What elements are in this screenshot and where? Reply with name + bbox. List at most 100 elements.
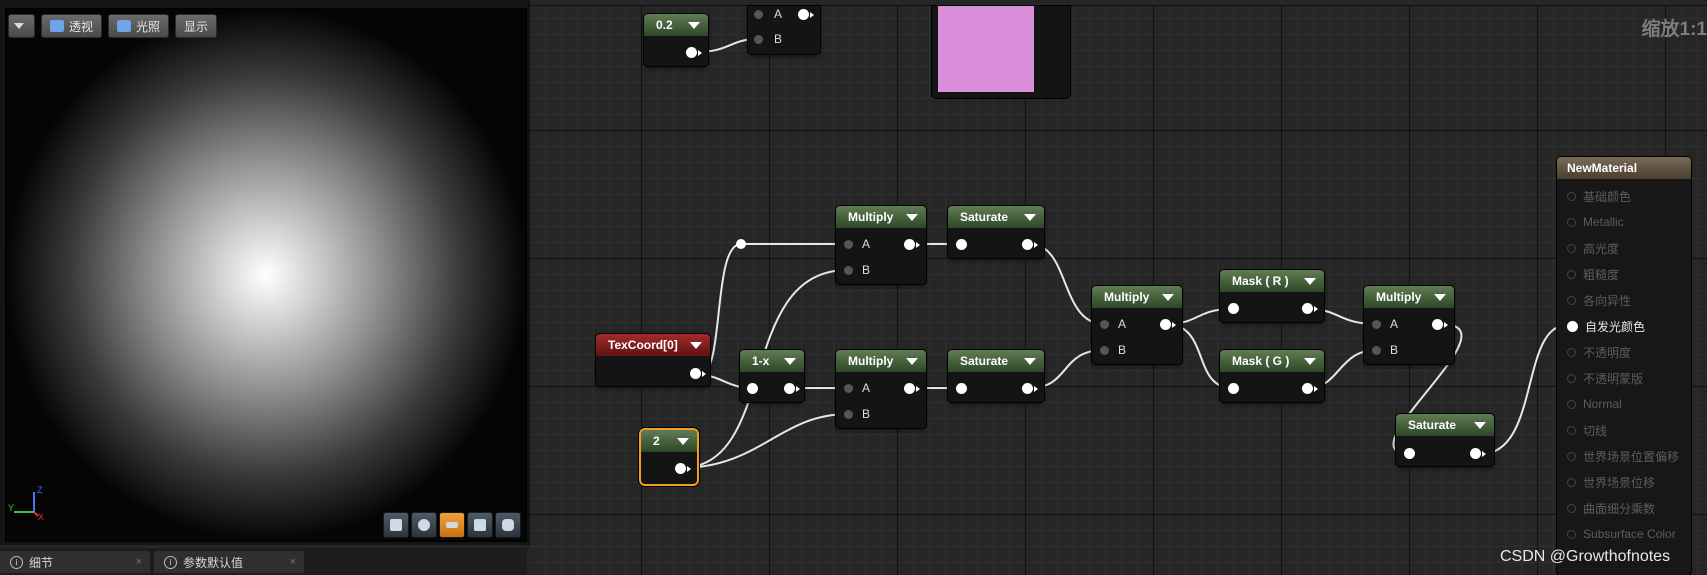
cylinder-preview-button[interactable] <box>383 512 409 538</box>
input-pin[interactable] <box>1567 320 1578 332</box>
input-pin-b[interactable] <box>754 35 763 44</box>
input-pin[interactable] <box>1404 448 1415 459</box>
output-pin[interactable] <box>1160 319 1176 330</box>
result-input-row[interactable]: Normal <box>1557 393 1691 415</box>
node-constant-0-2[interactable]: 0.2 <box>644 14 708 66</box>
node-dropdown-icon[interactable] <box>906 358 918 365</box>
output-pin[interactable] <box>904 383 920 394</box>
node-dropdown-icon[interactable] <box>1474 422 1486 429</box>
node-saturate-3[interactable]: Saturate <box>1396 414 1494 466</box>
result-input-row[interactable]: Metallic <box>1557 211 1691 233</box>
input-pin[interactable] <box>1567 529 1576 539</box>
input-pin[interactable] <box>1567 451 1576 461</box>
input-pin-a[interactable] <box>1100 320 1109 329</box>
preview-canvas[interactable] <box>5 8 527 542</box>
output-pin[interactable] <box>1022 383 1038 394</box>
output-pin[interactable] <box>1470 448 1486 459</box>
input-pin[interactable] <box>956 239 967 250</box>
node-multiply-4[interactable]: Multiply A B <box>1364 286 1454 364</box>
node-multiply-partial[interactable]: A B <box>748 6 820 54</box>
input-pin[interactable] <box>747 383 758 394</box>
node-mask-r[interactable]: Mask ( R ) <box>1220 270 1324 322</box>
result-input-row[interactable]: 世界场景位置偏移 <box>1557 445 1691 467</box>
input-pin-a[interactable] <box>844 384 853 393</box>
node-dropdown-icon[interactable] <box>1162 294 1174 301</box>
output-pin[interactable] <box>686 47 702 58</box>
result-input-row[interactable]: 世界场景位移 <box>1557 471 1691 493</box>
result-input-row[interactable]: Subsurface Color <box>1557 523 1691 545</box>
plane-preview-button[interactable] <box>439 512 465 538</box>
node-constant-2[interactable]: 2 <box>641 430 697 484</box>
close-icon[interactable]: × <box>135 556 142 568</box>
node-one-minus[interactable]: 1-x <box>740 350 804 402</box>
input-pin-b[interactable] <box>1100 346 1109 355</box>
input-pin[interactable] <box>1567 269 1576 279</box>
result-input-row[interactable]: 自发光颜色 <box>1557 315 1691 337</box>
node-dropdown-icon[interactable] <box>1304 358 1316 365</box>
output-pin[interactable] <box>1302 383 1318 394</box>
preview-viewport[interactable]: 透视 光照 显示 Z Y X <box>0 0 530 545</box>
viewport-menu-button[interactable] <box>8 14 35 38</box>
node-dropdown-icon[interactable] <box>688 22 700 29</box>
output-pin[interactable] <box>1302 303 1318 314</box>
input-pin[interactable] <box>1567 399 1576 409</box>
result-input-row[interactable]: 不透明度 <box>1557 341 1691 363</box>
close-icon[interactable]: × <box>289 556 296 568</box>
node-texcoord[interactable]: TexCoord[0] <box>596 334 710 386</box>
output-pin[interactable] <box>1432 319 1448 330</box>
tab-parameter-defaults[interactable]: i 参数默认值 × <box>154 551 304 573</box>
sphere-preview-button[interactable] <box>411 512 437 538</box>
input-pin[interactable] <box>1567 425 1576 435</box>
input-pin[interactable] <box>1567 217 1576 227</box>
cube-preview-button[interactable] <box>467 512 493 538</box>
node-dropdown-icon[interactable] <box>1024 358 1036 365</box>
node-saturate-1[interactable]: Saturate <box>948 206 1044 258</box>
result-input-row[interactable]: 不透明蒙版 <box>1557 367 1691 389</box>
input-pin-a[interactable] <box>754 10 763 19</box>
output-pin[interactable] <box>1022 239 1038 250</box>
input-pin-b[interactable] <box>1372 346 1381 355</box>
node-multiply-1[interactable]: Multiply A B <box>836 206 926 284</box>
input-pin[interactable] <box>1567 347 1576 357</box>
result-input-row[interactable]: 曲面细分乘数 <box>1557 497 1691 519</box>
node-color-preview[interactable] <box>932 6 1070 98</box>
tab-details[interactable]: i 细节 × <box>0 551 150 573</box>
input-pin[interactable] <box>1567 373 1576 383</box>
output-pin[interactable] <box>784 383 800 394</box>
node-multiply-3[interactable]: Multiply A B <box>1092 286 1182 364</box>
node-dropdown-icon[interactable] <box>1434 294 1446 301</box>
node-saturate-2[interactable]: Saturate <box>948 350 1044 402</box>
perspective-button[interactable]: 透视 <box>41 14 103 38</box>
input-pin[interactable] <box>1228 383 1239 394</box>
result-input-row[interactable]: 各向异性 <box>1557 289 1691 311</box>
result-input-row[interactable]: 基础颜色 <box>1557 185 1691 207</box>
node-multiply-2[interactable]: Multiply A B <box>836 350 926 428</box>
node-dropdown-icon[interactable] <box>690 342 702 349</box>
lit-button[interactable]: 光照 <box>108 14 170 38</box>
output-pin[interactable] <box>904 239 920 250</box>
node-dropdown-icon[interactable] <box>677 438 689 445</box>
input-pin[interactable] <box>1567 191 1576 201</box>
output-pin[interactable] <box>675 463 691 474</box>
output-pin[interactable] <box>690 368 706 379</box>
input-pin[interactable] <box>1228 303 1239 314</box>
node-mask-g[interactable]: Mask ( G ) <box>1220 350 1324 402</box>
input-pin[interactable] <box>956 383 967 394</box>
node-dropdown-icon[interactable] <box>906 214 918 221</box>
input-pin-b[interactable] <box>844 266 853 275</box>
node-dropdown-icon[interactable] <box>784 358 796 365</box>
show-button[interactable]: 显示 <box>175 14 218 38</box>
input-pin-b[interactable] <box>844 410 853 419</box>
input-pin[interactable] <box>1567 243 1576 253</box>
input-pin[interactable] <box>1567 503 1576 513</box>
result-input-row[interactable]: 粗糙度 <box>1557 263 1691 285</box>
input-pin[interactable] <box>1567 477 1576 487</box>
input-pin[interactable] <box>1567 295 1576 305</box>
output-pin[interactable] <box>798 9 814 20</box>
teapot-preview-button[interactable] <box>495 512 521 538</box>
input-pin-a[interactable] <box>844 240 853 249</box>
input-pin-a[interactable] <box>1372 320 1381 329</box>
node-dropdown-icon[interactable] <box>1024 214 1036 221</box>
node-dropdown-icon[interactable] <box>1304 278 1316 285</box>
